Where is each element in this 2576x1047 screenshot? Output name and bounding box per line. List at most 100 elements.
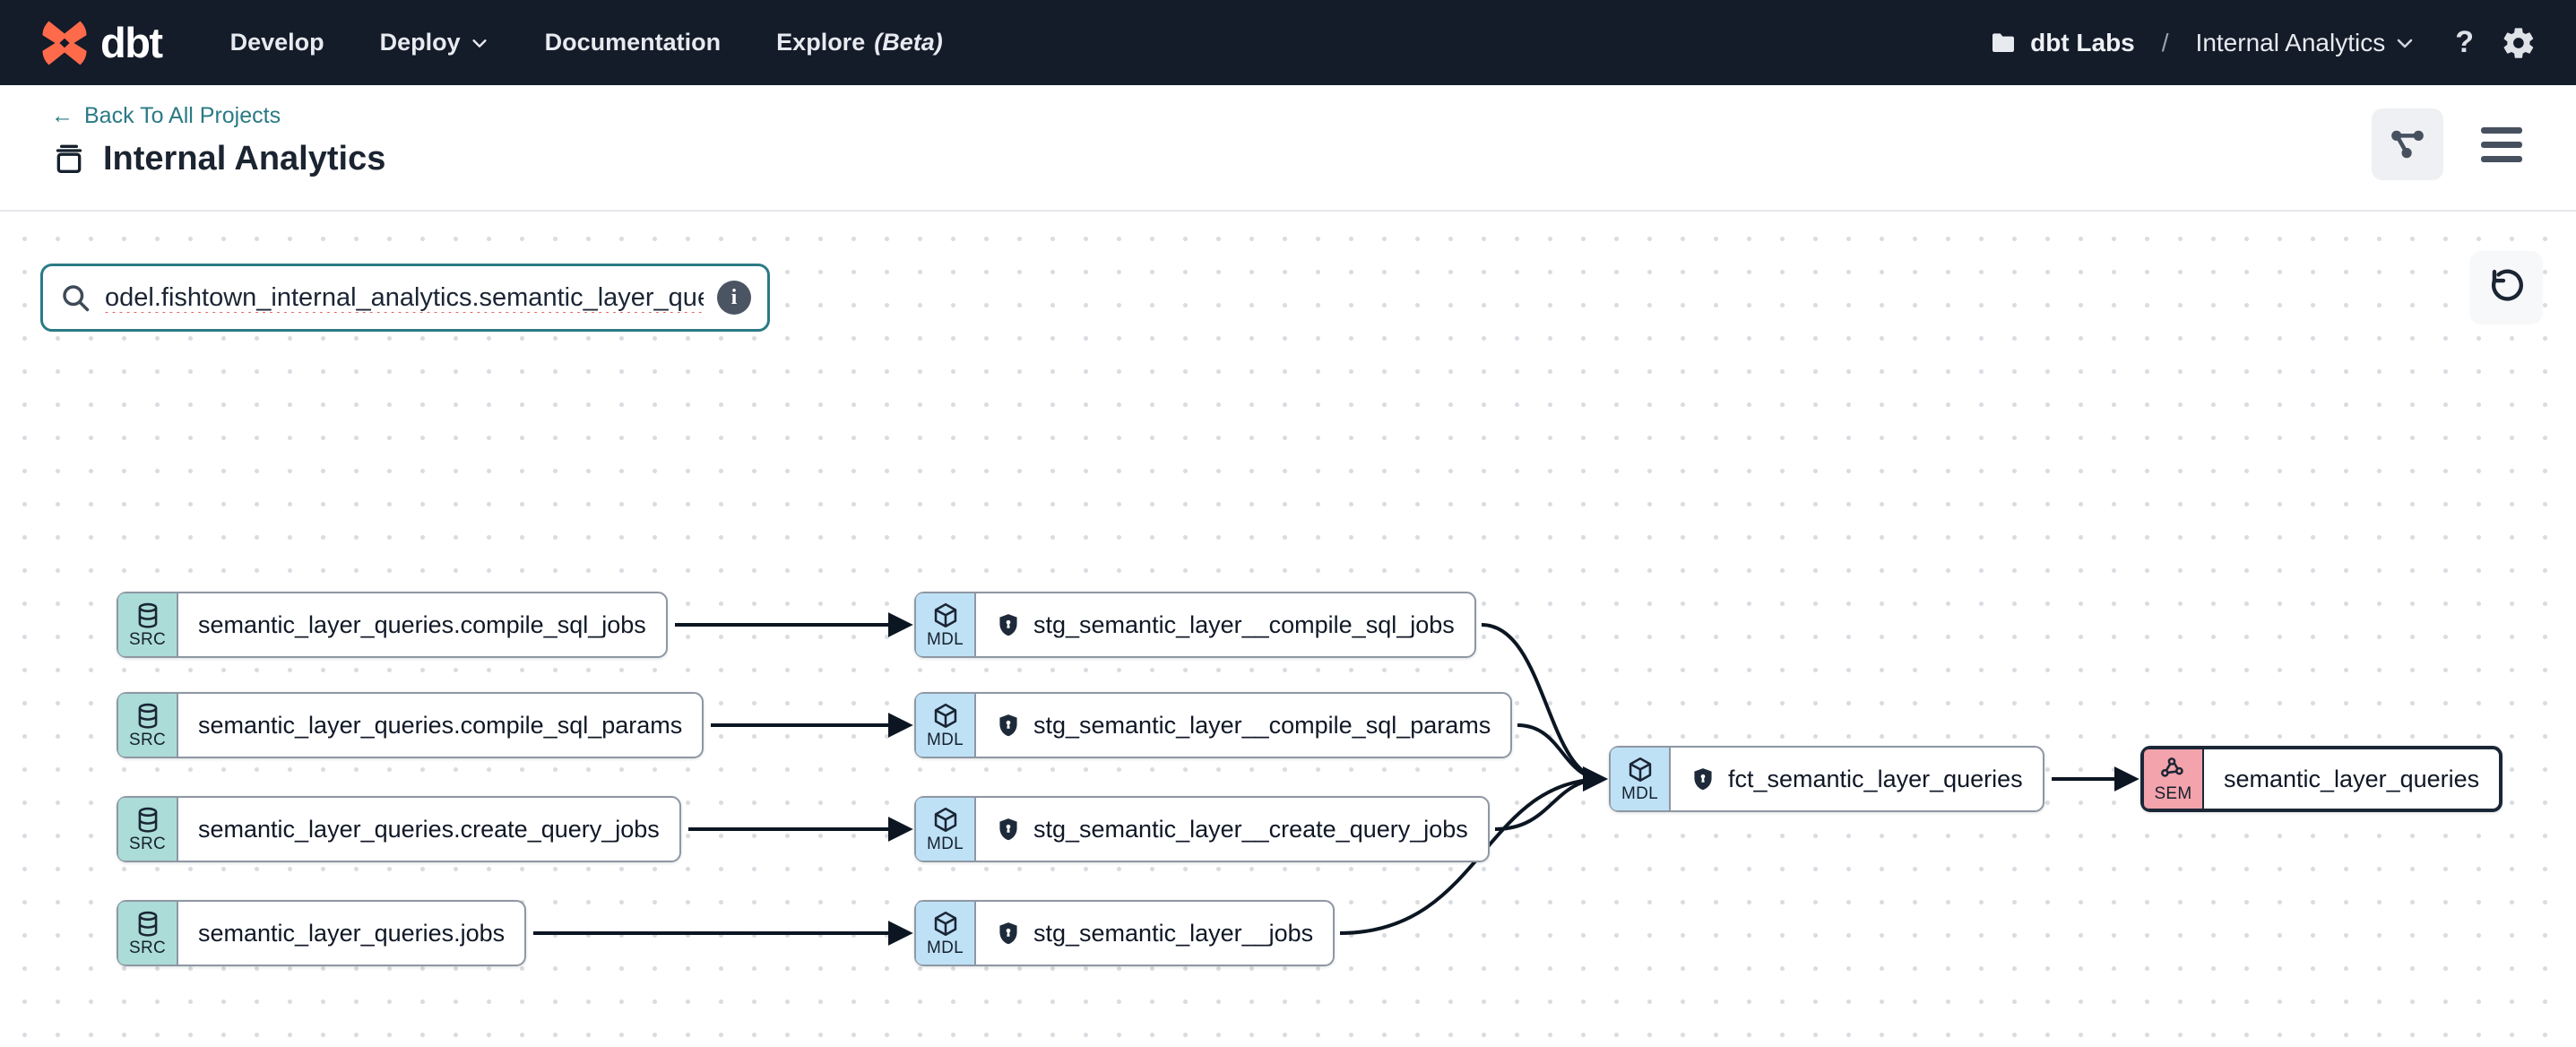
header-actions bbox=[2372, 108, 2522, 180]
chevron-down-icon bbox=[2397, 39, 2413, 48]
node-label: stg_semantic_layer__jobs bbox=[1033, 919, 1314, 947]
node-kind-label: MDL bbox=[926, 731, 964, 749]
semantic-layer-icon bbox=[2160, 757, 2183, 777]
dbt-logo-text: dbt bbox=[100, 19, 163, 66]
back-to-projects-link[interactable]: ← Back To All Projects bbox=[51, 103, 281, 128]
shield-icon bbox=[999, 922, 1017, 945]
reset-view-button[interactable] bbox=[2470, 251, 2542, 323]
node-body: semantic_layer_queries.compile_sql_jobs bbox=[178, 593, 666, 656]
node-kind-badge: SRC bbox=[118, 694, 178, 757]
shield-icon bbox=[999, 614, 1017, 636]
beta-tag: (Beta) bbox=[874, 29, 943, 56]
chevron-down-icon bbox=[472, 39, 487, 48]
node-kind-badge: SRC bbox=[118, 593, 178, 656]
node-body: semantic_layer_queries.compile_sql_param… bbox=[178, 694, 702, 757]
node-label: semantic_layer_queries.compile_sql_param… bbox=[198, 711, 683, 739]
node-kind-badge: SRC bbox=[118, 902, 178, 965]
node-label: semantic_layer_queries.jobs bbox=[198, 919, 506, 947]
database-icon bbox=[138, 911, 157, 937]
graph-node-fct[interactable]: MDL fct_semantic_layer_queries bbox=[1609, 746, 2044, 812]
edge-mdl3-fct bbox=[1494, 766, 1608, 831]
node-body: stg_semantic_layer__jobs bbox=[976, 902, 1333, 965]
shield-icon bbox=[1694, 768, 1712, 791]
page-header: ← Back To All Projects Internal Analytic… bbox=[0, 85, 2576, 212]
node-label: semantic_layer_queries.create_query_jobs bbox=[198, 815, 660, 843]
shield-icon bbox=[999, 818, 1017, 841]
account-name: dbt Labs bbox=[2030, 28, 2135, 56]
top-navbar: dbt Develop Deploy Documentation Explore… bbox=[0, 0, 2576, 85]
database-icon bbox=[138, 602, 157, 628]
node-label: semantic_layer_queries.compile_sql_jobs bbox=[198, 610, 646, 638]
node-kind-label: MDL bbox=[926, 835, 964, 853]
shield-icon bbox=[999, 714, 1017, 737]
graph-node-mdl4[interactable]: MDL stg_semantic_layer__jobs bbox=[914, 900, 1336, 966]
folder-icon bbox=[1993, 32, 2015, 52]
graph-node-src4[interactable]: SRC semantic_layer_queries.jobs bbox=[117, 900, 527, 966]
lineage-view-button[interactable] bbox=[2372, 108, 2443, 180]
lineage-graph-icon bbox=[2391, 130, 2424, 159]
project-icon bbox=[56, 144, 82, 173]
graph-node-src1[interactable]: SRC semantic_layer_queries.compile_sql_jo… bbox=[117, 592, 668, 658]
cube-icon bbox=[934, 911, 956, 936]
node-kind-badge: MDL bbox=[1611, 748, 1671, 810]
node-body: stg_semantic_layer__create_query_jobs bbox=[976, 798, 1488, 861]
nav-links: Develop Deploy Documentation Explore (Be… bbox=[230, 29, 943, 56]
back-arrow-icon: ← bbox=[51, 103, 73, 128]
graph-node-src3[interactable]: SRC semantic_layer_queries.create_query_j… bbox=[117, 796, 681, 862]
nav-item-documentation[interactable]: Documentation bbox=[544, 29, 722, 56]
edge-mdl2-fct bbox=[1517, 723, 1608, 792]
list-view-button[interactable] bbox=[2481, 126, 2522, 162]
reset-icon bbox=[2491, 269, 2523, 301]
project-selector[interactable]: Internal Analytics bbox=[2196, 29, 2416, 57]
page-title: Internal Analytics bbox=[103, 140, 386, 177]
node-kind-label: SRC bbox=[128, 731, 166, 749]
cube-icon bbox=[1629, 757, 1651, 782]
node-label: fct_semantic_layer_queries bbox=[1728, 765, 2023, 792]
node-body: stg_semantic_layer__compile_sql_params bbox=[976, 694, 1510, 757]
node-kind-badge: MDL bbox=[916, 798, 976, 861]
breadcrumb-separator: / bbox=[2161, 28, 2169, 56]
database-icon bbox=[138, 703, 157, 729]
node-kind-badge: SEM bbox=[2144, 749, 2204, 809]
node-kind-label: MDL bbox=[1621, 784, 1658, 803]
lineage-graph: SRC semantic_layer_queries.compile_sql_jo… bbox=[0, 212, 2576, 1047]
search-input-value: odel.fishtown_internal_analytics.semanti… bbox=[105, 282, 704, 312]
help-button[interactable]: ? bbox=[2455, 25, 2474, 59]
node-kind-label: MDL bbox=[926, 939, 964, 957]
node-label: stg_semantic_layer__create_query_jobs bbox=[1033, 815, 1468, 843]
database-icon bbox=[138, 807, 157, 833]
nav-item-develop[interactable]: Develop bbox=[229, 29, 324, 56]
cube-icon bbox=[934, 602, 956, 627]
node-kind-badge: MDL bbox=[916, 694, 976, 757]
node-body: semantic_layer_queries.create_query_jobs bbox=[178, 798, 679, 861]
graph-node-mdl3[interactable]: MDL stg_semantic_layer__create_query_jobs bbox=[914, 796, 1490, 862]
graph-node-mdl2[interactable]: MDL stg_semantic_layer__compile_sql_param… bbox=[914, 692, 1513, 758]
node-kind-label: MDL bbox=[926, 630, 964, 649]
cube-icon bbox=[934, 807, 956, 832]
node-body: semantic_layer_queries bbox=[2204, 749, 2499, 809]
graph-node-sem[interactable]: SEM semantic_layer_queries bbox=[2140, 746, 2503, 812]
graph-node-mdl1[interactable]: MDL stg_semantic_layer__compile_sql_jobs bbox=[914, 592, 1476, 658]
info-icon[interactable]: i bbox=[717, 281, 751, 315]
nav-item-deploy[interactable]: Deploy bbox=[380, 29, 489, 56]
dbt-logo[interactable]: dbt bbox=[39, 18, 163, 68]
nav-item-explore[interactable]: Explore (Beta) bbox=[776, 29, 943, 56]
node-kind-badge: MDL bbox=[916, 593, 976, 656]
lineage-search-input[interactable]: odel.fishtown_internal_analytics.semanti… bbox=[40, 264, 770, 332]
node-body: stg_semantic_layer__compile_sql_jobs bbox=[976, 593, 1474, 656]
node-kind-label: SEM bbox=[2154, 784, 2192, 803]
node-kind-label: SRC bbox=[128, 835, 166, 853]
account-breadcrumb[interactable]: dbt Labs bbox=[1989, 29, 2135, 57]
node-body: semantic_layer_queries.jobs bbox=[178, 902, 524, 965]
node-kind-label: SRC bbox=[128, 939, 166, 957]
lineage-canvas[interactable]: odel.fishtown_internal_analytics.semanti… bbox=[0, 212, 2576, 1047]
node-kind-badge: SRC bbox=[118, 798, 178, 861]
settings-gear-icon[interactable] bbox=[2501, 25, 2537, 61]
node-body: fct_semantic_layer_queries bbox=[1671, 748, 2043, 810]
node-kind-badge: MDL bbox=[916, 902, 976, 965]
node-label: semantic_layer_queries bbox=[2224, 765, 2480, 792]
cube-icon bbox=[934, 703, 956, 728]
graph-node-src2[interactable]: SRC semantic_layer_queries.compile_sql_pa… bbox=[117, 692, 705, 758]
dbt-logo-icon bbox=[42, 21, 87, 65]
node-label: stg_semantic_layer__compile_sql_jobs bbox=[1033, 610, 1455, 638]
